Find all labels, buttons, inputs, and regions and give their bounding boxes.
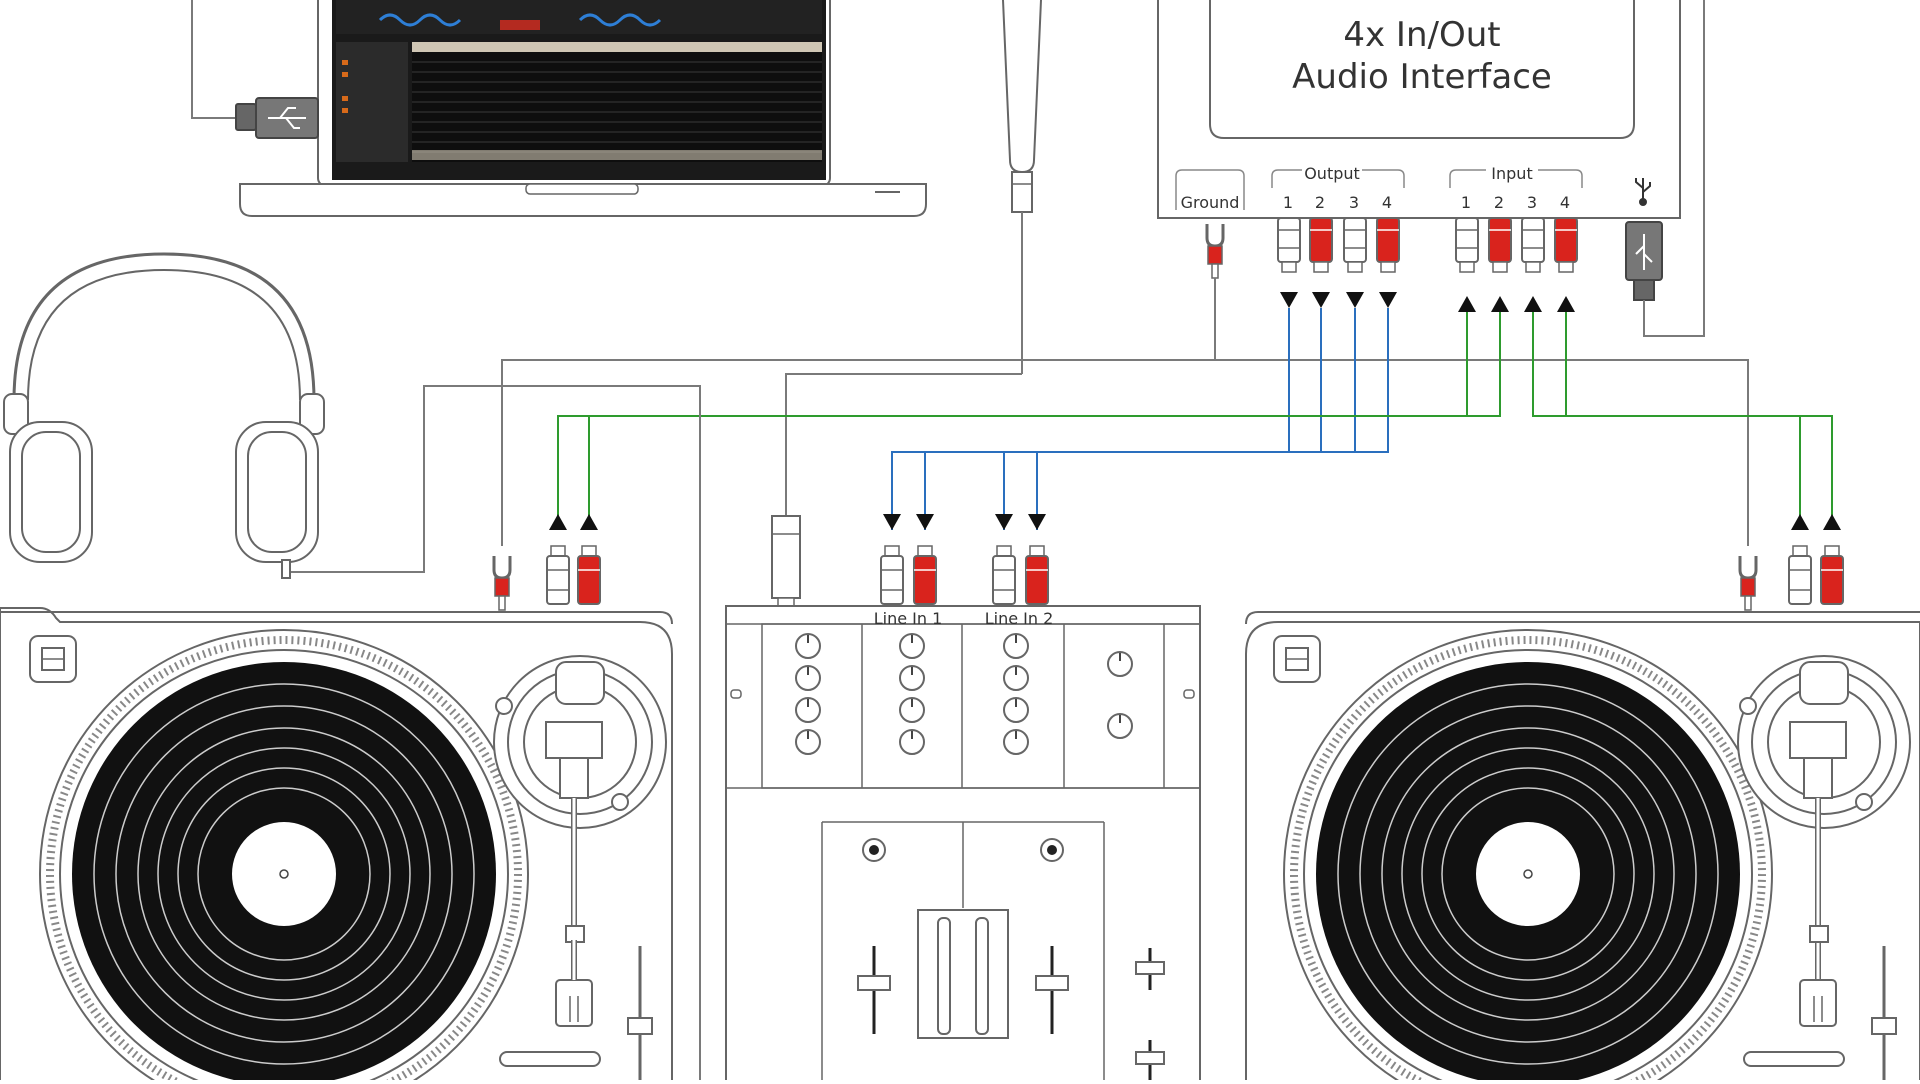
- input-label: Input: [1491, 164, 1532, 183]
- turntable-left: [0, 545, 673, 1084]
- turntable-right: [1245, 545, 1920, 1084]
- fader-icon: [857, 946, 1165, 1080]
- usb-icon: [1635, 178, 1651, 206]
- ground-cable-left: [501, 359, 1215, 546]
- laptop: [239, 0, 927, 217]
- input-port-4-label: 4: [1560, 193, 1570, 212]
- microphone-icon: [771, 0, 1042, 607]
- ground-label: Ground: [1181, 193, 1240, 212]
- interface-title-line2: Audio Interface: [1292, 57, 1552, 97]
- output-label: Output: [1304, 164, 1360, 183]
- ground-fork-icon: [1205, 222, 1225, 360]
- audio-interface: 4x In/Out Audio Interface Ground Output …: [1157, 0, 1681, 219]
- input-port-1-label: 1: [1461, 193, 1471, 212]
- input-rca-plugs: [1455, 217, 1578, 312]
- usb-cable-icon: [191, 0, 319, 139]
- output-port-3-label: 3: [1349, 193, 1359, 212]
- usb-plug: [1625, 0, 1705, 337]
- output-port-4-label: 4: [1382, 193, 1392, 212]
- line-in-1-label: Line In 1: [874, 609, 943, 628]
- headphone-cable: [288, 385, 701, 1080]
- interface-title-line1: 4x In/Out: [1343, 15, 1500, 55]
- output-port-2-label: 2: [1315, 193, 1325, 212]
- output-port-1-label: 1: [1283, 193, 1293, 212]
- input-port-3-label: 3: [1527, 193, 1537, 212]
- input-port-2-label: 2: [1494, 193, 1504, 212]
- dj-software-screen: [336, 0, 822, 162]
- mixer: Line In 1 Line In 2: [725, 545, 1201, 1084]
- input-cables: [549, 312, 1841, 530]
- ground-cable-right: [1215, 359, 1749, 546]
- output-rca-plugs: [1277, 217, 1400, 308]
- line-in-2-label: Line In 2: [985, 609, 1054, 628]
- headphones-icon: [3, 252, 325, 579]
- output-cables: [883, 308, 1389, 530]
